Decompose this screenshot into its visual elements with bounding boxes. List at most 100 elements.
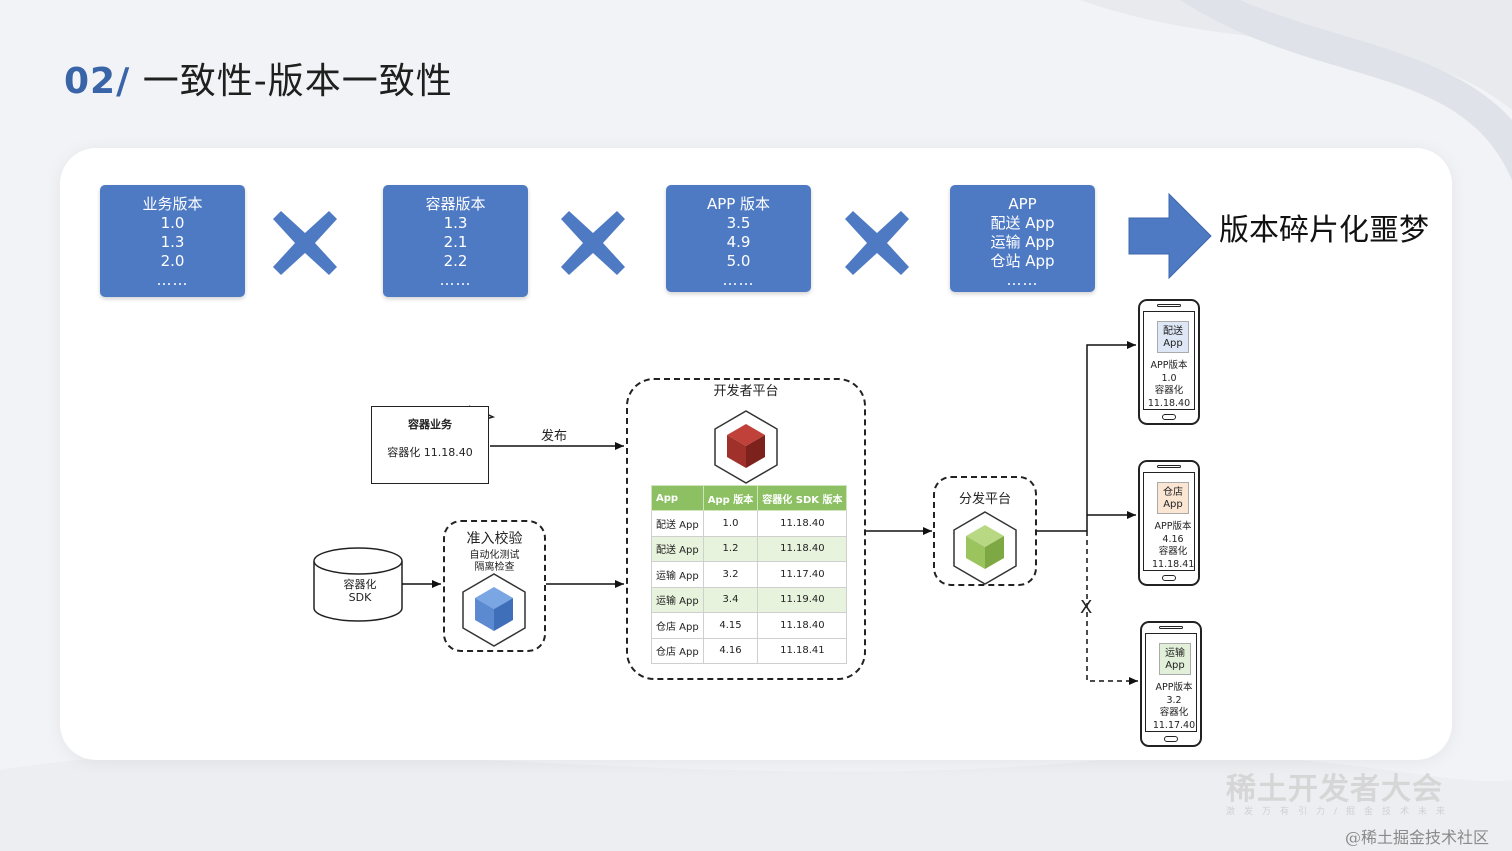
phone-store: 仓店 App APP版本 4.16 容器化 11.18.41 — [1138, 460, 1200, 586]
speaker — [1157, 304, 1181, 307]
table-cell: 配送 App — [651, 535, 704, 562]
phone-delivery: 配送 App APP版本 1.0 容器化 11.18.40 — [1138, 299, 1200, 425]
info-line: APP版本 — [1150, 360, 1188, 371]
table-cell: 11.19.40 — [757, 586, 848, 613]
app-icon: 仓店 App — [1157, 482, 1189, 514]
phone-screen: 仓店 App APP版本 4.16 容器化 11.18.41 — [1143, 472, 1195, 571]
table-row: 配送 App 1.0 11.18.40 — [651, 510, 848, 537]
container-version-box: 容器版本 1.3 2.1 2.2 …… — [383, 185, 528, 297]
dist-cube-icon — [953, 511, 1017, 585]
table-cell: 配送 App — [651, 510, 704, 537]
box-line: 运输 App — [990, 233, 1055, 251]
info-line: APP版本 — [1154, 521, 1192, 532]
check-title: 准入校验 — [466, 531, 523, 547]
box-line: 仓站 App — [990, 252, 1055, 270]
table-cell: 11.18.40 — [757, 510, 848, 537]
blocked-mark: X — [1080, 597, 1093, 618]
home-button — [1162, 414, 1176, 420]
phone-info: APP版本 1.0 容器化 11.18.40 — [1144, 360, 1194, 410]
sdk-label: 容器化 SDK — [330, 578, 390, 604]
info-line: 11.18.40 — [1147, 397, 1191, 409]
table-cell: 1.2 — [702, 535, 759, 562]
table-header: App 版本 — [702, 485, 759, 511]
table-cell: 3.4 — [702, 586, 759, 613]
box-line: 5.0 — [726, 252, 751, 270]
home-button — [1162, 575, 1176, 581]
info-line: 3.2 — [1166, 694, 1182, 706]
table-header: 容器化 SDK 版本 — [757, 485, 848, 511]
table-row: 运输 App 3.2 11.17.40 — [651, 561, 848, 588]
multiply-icon — [845, 211, 909, 275]
sdk-label-line: 容器化 — [343, 578, 377, 591]
table-cell: 11.18.40 — [757, 535, 848, 562]
phone-transport: 运输 App APP版本 3.2 容器化 11.17.40 — [1140, 621, 1202, 747]
check-line2: 隔离检查 — [474, 562, 515, 573]
table-cell: 11.17.40 — [757, 561, 848, 588]
dev-platform-cube-icon — [714, 410, 778, 484]
distribution-platform-label: 分发平台 — [958, 492, 1011, 507]
box-line: 2.1 — [443, 233, 468, 251]
sdk-label-line: SDK — [348, 591, 372, 604]
sdk-cylinder — [313, 547, 403, 622]
info-line: 4.16 — [1162, 533, 1184, 545]
table-row: 仓店 App 4.15 11.18.40 — [651, 612, 848, 639]
info-line: 容器化 — [1154, 385, 1184, 396]
table-cell: 运输 App — [651, 586, 704, 613]
app-list-box: APP 配送 App 运输 App 仓站 App …… — [950, 185, 1095, 292]
section-title: 一致性-版本一致性 — [142, 61, 453, 102]
app-icon-line: App — [1163, 499, 1183, 510]
home-button — [1164, 736, 1178, 742]
info-line: 11.17.40 — [1152, 719, 1196, 731]
publish-label: 发布 — [541, 429, 568, 444]
result-arrow-icon — [1128, 192, 1212, 280]
app-icon-line: App — [1165, 660, 1185, 671]
box-line: APP — [1008, 195, 1037, 213]
app-icon-line: 仓店 — [1163, 487, 1183, 498]
app-icon: 运输 App — [1159, 643, 1191, 675]
dist-arrow-phone-3 — [1086, 531, 1138, 685]
section-number: 02/ — [64, 61, 131, 102]
box-ellipsis: …… — [439, 271, 472, 289]
box-line: 1.0 — [160, 214, 185, 232]
table-cell: 11.18.40 — [757, 612, 848, 639]
box-line: 业务版本 — [142, 195, 203, 213]
info-line: 容器化 — [1159, 707, 1189, 718]
developer-platform-label: 开发者平台 — [713, 384, 779, 399]
box-ellipsis: …… — [1006, 271, 1039, 289]
source-watermark: @稀土掘金技术社区 — [1345, 828, 1490, 847]
box-line: 2.2 — [443, 252, 468, 270]
table-cell: 运输 App — [651, 561, 704, 588]
check-cube-icon — [462, 573, 526, 647]
box-line: APP 版本 — [706, 195, 771, 213]
fragmentation-label: 版本碎片化噩梦 — [1219, 213, 1429, 248]
app-icon: 配送 App — [1157, 321, 1189, 353]
multiply-icon — [561, 211, 625, 275]
table-cell: 3.2 — [702, 561, 759, 588]
box-ellipsis: …… — [156, 271, 189, 289]
table-row: 仓店 App 4.16 11.18.41 — [651, 637, 848, 664]
speaker — [1157, 465, 1181, 468]
table-cell: 4.15 — [702, 612, 759, 639]
app-icon-line: 运输 — [1165, 648, 1185, 659]
version-table: App App 版本 容器化 SDK 版本 配送 App 1.0 11.18.4… — [651, 485, 848, 664]
table-cell: 4.16 — [702, 637, 759, 664]
box-line: 4.9 — [726, 233, 751, 251]
app-icon-line: 配送 — [1163, 326, 1183, 337]
business-note: 容器业务 容器化 11.18.40 — [371, 406, 489, 484]
box-line: 3.5 — [726, 214, 751, 232]
business-version-box: 业务版本 1.0 1.3 2.0 …… — [100, 185, 245, 297]
table-cell: 仓店 App — [651, 612, 704, 639]
info-line: 1.0 — [1161, 372, 1177, 384]
developer-platform-box — [626, 378, 866, 680]
check-line1: 自动化测试 — [469, 550, 520, 561]
distribution-platform-box — [933, 476, 1037, 586]
table-cell: 仓店 App — [651, 637, 704, 664]
table-cell: 1.0 — [702, 510, 759, 537]
app-version-box: APP 版本 3.5 4.9 5.0 …… — [666, 185, 811, 292]
info-line: APP版本 — [1155, 682, 1193, 693]
note-title: 容器业务 — [408, 418, 452, 431]
phone-info: APP版本 3.2 容器化 11.17.40 — [1152, 682, 1196, 732]
box-line: 1.3 — [443, 214, 468, 232]
table-row: 运输 App 3.4 11.19.40 — [651, 586, 848, 613]
box-ellipsis: …… — [722, 271, 755, 289]
